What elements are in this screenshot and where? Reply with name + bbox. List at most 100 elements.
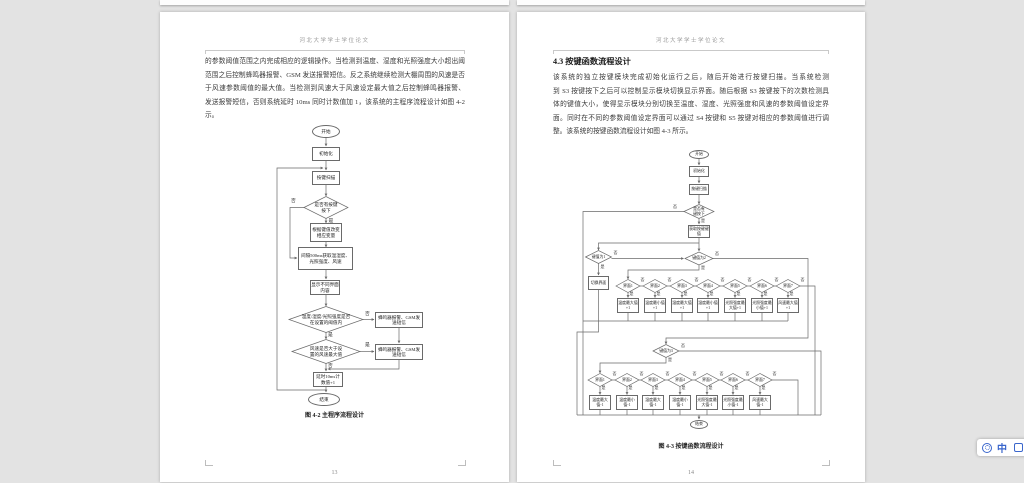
edge-label-yes: 是 (709, 291, 714, 296)
diamond-screen-3-minus (640, 373, 666, 387)
edge-label-no: 否 (640, 277, 645, 282)
diamond-screen-1-plus (615, 279, 641, 293)
edge-label-no: 否 (774, 277, 779, 282)
edge-label-yes: 是 (600, 263, 605, 269)
fc-node-param-plus: 光照强度最大值+1 (724, 298, 746, 313)
figure-caption: 图 4-3 按键函数流程设计 (658, 444, 724, 450)
fc-node-end: 结束 (690, 420, 708, 429)
edge-label-no: 否 (694, 277, 699, 282)
diamond-keyvalue-3 (652, 344, 680, 358)
edge-label-yes: 是 (328, 218, 334, 224)
fc-node-param-plus: 温度最大值+1 (617, 298, 639, 313)
figure-caption: 图 4-2 主程序流程设计 (305, 413, 364, 419)
fc-diamond-label-screen: 界面2 (650, 283, 660, 288)
diamond-key-pressed (683, 204, 715, 219)
diamond-screen-6-minus (720, 373, 746, 387)
fc-diamond-label-screen: 界面3 (648, 377, 658, 382)
body-line: 整。该系统的按键函数流程设计如图 4-3 所示。 (553, 128, 693, 135)
fc-diamond-label-screen: 界面4 (703, 283, 713, 288)
margin-corner-mark (205, 460, 213, 466)
edge-label-yes: 是 (601, 385, 606, 390)
fc-node-scan: 按键扫描 (312, 171, 340, 185)
page-number: 13 (331, 470, 338, 476)
margin-tick-left (553, 51, 554, 54)
fc-node-param-plus: 风速最大值+1 (777, 298, 799, 313)
edge-label-no: 否 (667, 277, 672, 282)
ime-mode-chinese[interactable]: 中 (997, 444, 1007, 455)
connector-lines (576, 159, 822, 420)
flowchart-main-program[interactable] (160, 12, 509, 482)
fc-node-end: 结束 (308, 393, 340, 406)
fc-diamond-label-keyvalue-1: 键值为1 (591, 254, 606, 259)
fc-diamond-label-keyvalue-2: 键值为2 (692, 256, 706, 261)
edge-label-no: 否 (613, 250, 618, 255)
margin-corner-mark (553, 460, 561, 466)
diamond-screen-4-minus (667, 373, 693, 387)
fc-diamond-label-threshold: 温度/湿度/光照强度是否在设置的阈值内 (301, 314, 351, 325)
fc-node-param-plus: 湿度最大值+1 (671, 298, 693, 313)
edge-label-yes: 是 (734, 385, 739, 390)
edge-label-no: 否 (692, 371, 697, 376)
fc-diamond-label-screen: 界面1 (623, 283, 633, 288)
edge-label-yes: 是 (761, 385, 766, 390)
page-header: 河北大学学士学位论文 (655, 38, 726, 44)
edge-label-no: 否 (745, 371, 750, 376)
fc-diamond-label-keyvalue-3: 键值为3 (659, 348, 673, 353)
edge-label-no: 否 (681, 343, 685, 348)
margin-tick-left (205, 51, 206, 54)
fc-node-display: 显示不同界面内容 (310, 280, 340, 295)
margin-corner-mark (458, 460, 466, 466)
paragraph-text[interactable]: 该系统的独立按键模块完成初始化运行之后，随后开始进行按键扫描。当系统检测 到 S… (553, 71, 829, 139)
fc-node-delay: 延时10ms计数值+1 (313, 372, 343, 387)
fc-node-param-minus: 湿度最大值-1 (642, 395, 664, 410)
fc-diamond-label-key-pressed: 是否有按键按下 (314, 202, 338, 213)
edge-label-no: 否 (612, 371, 617, 376)
edge-label-yes: 是 (654, 385, 659, 390)
edge-label-yes: 是 (681, 385, 686, 390)
fc-node-param-plus: 光照强度最小值+1 (751, 298, 773, 313)
edge-label-yes: 是 (701, 218, 705, 223)
edge-label-no: 否 (639, 371, 644, 376)
connector-lines (276, 138, 401, 393)
body-line: 的参数阈值范围之内完成相应的逻辑操作。当检测到温度、湿度和光照强度大小超出阈值 (205, 58, 465, 65)
page-14[interactable]: 河北大学学士学位论文 4.3 按键函数流程设计 该系统的独立按键模块完成初始化运… (517, 12, 865, 482)
edge-label-yes: 是 (668, 357, 672, 362)
edge-label-no: 否 (291, 199, 296, 204)
diamond-threshold-check (287, 306, 365, 333)
fc-diamond-label-screen: 界面6 (757, 283, 767, 288)
fc-node-get-key: 获取按键键值 (688, 225, 710, 238)
diamond-screen-2-plus (642, 279, 668, 293)
section-heading: 4.3 按键函数流程设计 (553, 57, 631, 66)
edge-label-yes: 是 (629, 291, 634, 296)
fc-node-param-minus: 光照强度最小值-1 (722, 395, 744, 410)
flowchart-key-function[interactable] (517, 12, 865, 482)
page-number: 14 (688, 470, 694, 476)
fc-node-set-var: 根据键值改变相应变量 (310, 223, 342, 242)
fc-node-start: 开始 (312, 125, 340, 138)
fc-node-param-plus: 湿度最小值+1 (697, 298, 719, 313)
paragraph-text[interactable]: 的参数阈值范围之内完成相应的逻辑操作。当检测到温度、湿度和光照强度大小超出阈值 … (205, 55, 465, 123)
body-line: 体的键值大小，使得显示模块分别切换至温度、湿度、光照强度和风速的参数阈值设定界 (553, 101, 829, 108)
fc-node-param-minus: 风速最大值-1 (749, 395, 771, 410)
fc-diamond-label-screen: 界面7 (783, 283, 793, 288)
margin-tick-right (828, 51, 829, 54)
diamond-wind-check (290, 339, 362, 364)
body-line: 发送报警短信，否则系统延时 10ms 同时计数值加 1，该系统的主程序流程设计如… (205, 98, 465, 106)
ime-keyboard-icon[interactable] (1014, 443, 1023, 452)
margin-corner-mark (822, 460, 830, 466)
fc-diamond-label-screen: 界面6 (728, 377, 738, 382)
page-13[interactable]: 河北大学学士学位论文 的参数阈值范围之内完成相应的逻辑操作。当检测到温度、湿度和… (160, 12, 509, 482)
fc-diamond-label-key-pressed: 是否有键按下 (693, 207, 705, 216)
body-line: 范围之后控制蜂鸣器报警、GSM 发送报警短信。反之系统继续检测大棚周围的风速是否… (205, 71, 465, 79)
header-rule (205, 50, 465, 54)
body-line: 面。同时在不同的参数阈值设定界面可以通过 S4 按键和 S5 按键对相应的参数阈… (553, 114, 829, 122)
edge-label-no: 否 (800, 277, 805, 282)
fc-node-param-minus: 光照强度最大值-1 (696, 395, 718, 410)
edge-label-no: 否 (665, 371, 670, 376)
edge-label-no: 否 (719, 371, 724, 376)
diamond-screen-6-plus (749, 279, 775, 293)
fc-node-param-plus: 温度最小值+1 (644, 298, 666, 313)
ime-indicator[interactable]: 中 (977, 439, 1024, 456)
fc-node-param-minus: 温度最小值-1 (616, 395, 638, 410)
edge-label-yes: 是 (656, 291, 661, 296)
